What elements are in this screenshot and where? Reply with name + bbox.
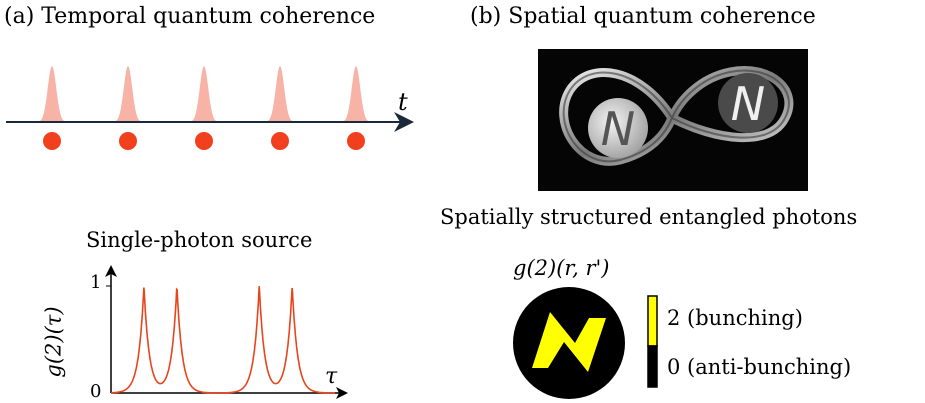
photon-dot bbox=[195, 132, 213, 150]
chart-title: Single-photon source bbox=[86, 228, 313, 252]
photon-pulse bbox=[186, 66, 222, 122]
photon-dots bbox=[43, 132, 365, 150]
photon-pulse bbox=[338, 66, 374, 122]
left-n-disc-icon: N bbox=[588, 98, 648, 158]
chart-x-axis-label: τ bbox=[325, 364, 338, 389]
colorbar bbox=[647, 295, 658, 388]
photon-pulse bbox=[34, 66, 70, 122]
chart-ytick-label-1: 1 bbox=[90, 272, 102, 293]
photon-dot bbox=[271, 132, 289, 150]
photon-pulse bbox=[262, 66, 298, 122]
photon-dot bbox=[119, 132, 137, 150]
photon-dot bbox=[347, 132, 365, 150]
pulse-train bbox=[34, 66, 374, 122]
panel-a-title: (a) Temporal quantum coherence bbox=[4, 4, 376, 29]
photon-pulse bbox=[110, 66, 146, 122]
time-axis-label: t bbox=[398, 88, 408, 116]
svg-text:N: N bbox=[731, 77, 765, 131]
image-caption: Spatially structured entangled photons bbox=[440, 205, 858, 229]
photon-dot bbox=[43, 132, 61, 150]
chart-y-axis-label-text: g(2)(τ) bbox=[41, 306, 66, 378]
legend-low-label: 0 (anti-bunching) bbox=[667, 355, 852, 379]
g2-series-line bbox=[111, 286, 335, 394]
chart-series bbox=[111, 286, 335, 394]
chart-ytick-label-0: 0 bbox=[90, 381, 102, 402]
legend-high-label: 2 (bunching) bbox=[667, 306, 803, 330]
svg-text:N: N bbox=[601, 102, 635, 156]
panel-b-title: (b) Spatial quantum coherence bbox=[470, 4, 816, 29]
correlation-map-icon bbox=[513, 287, 625, 399]
correlation-label: g(2)(r, r') bbox=[513, 256, 610, 280]
right-n-disc-icon: N bbox=[718, 73, 778, 133]
chart-y-axis-label: g(2)(τ) bbox=[42, 306, 66, 377]
infinity-ring-icon bbox=[559, 66, 794, 166]
